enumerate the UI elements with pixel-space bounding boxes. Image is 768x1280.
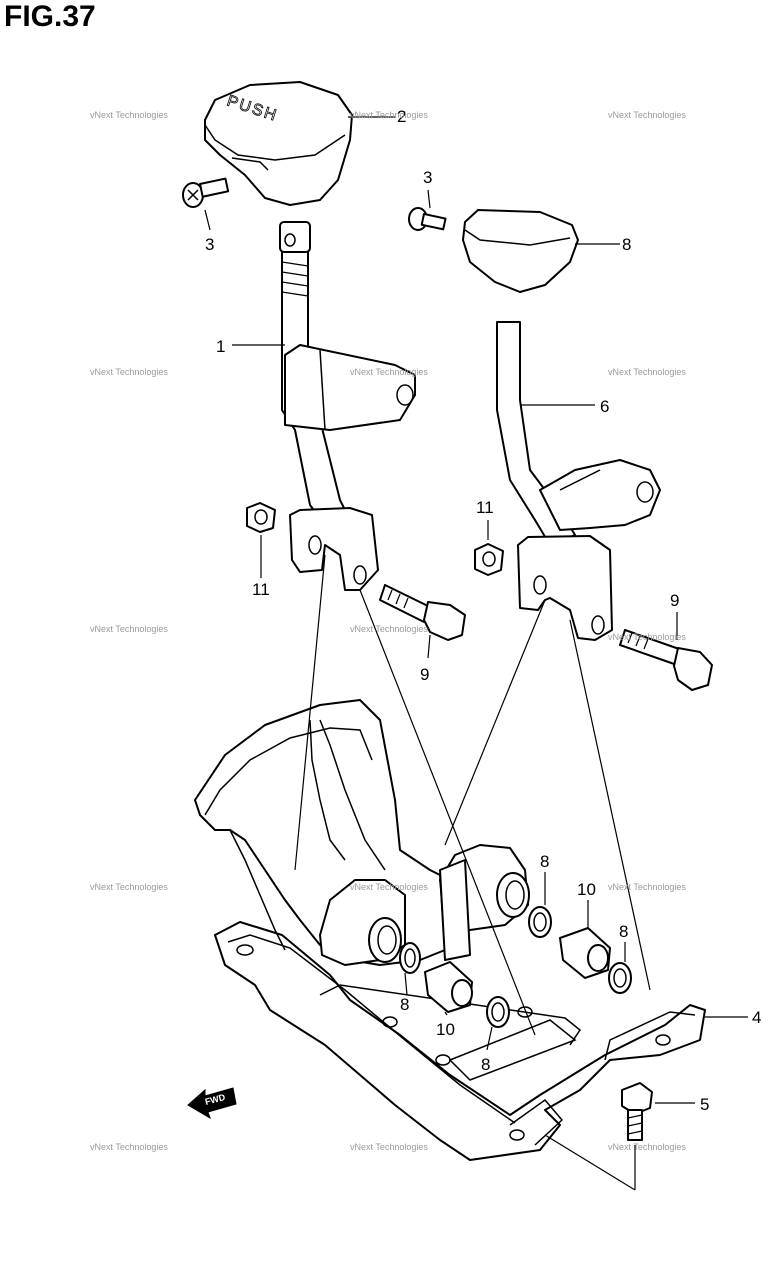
- callouts: 2 3 3 8 1 6 11 11 9 9 8 10 8 8 4 10 8 5: [205, 107, 761, 1114]
- svg-text:vNext Technologies: vNext Technologies: [90, 882, 168, 892]
- screw-3-left: [182, 177, 230, 208]
- svg-text:vNext Technologies: vNext Technologies: [90, 110, 168, 120]
- svg-text:vNext Technologies: vNext Technologies: [608, 882, 686, 892]
- callout-3-right: 3: [423, 168, 432, 187]
- nut-11-right: [474, 543, 504, 576]
- svg-text:vNext Technologies: vNext Technologies: [90, 367, 168, 377]
- callout-6: 6: [600, 397, 609, 416]
- callout-3-left: 3: [205, 235, 214, 254]
- shift-knob-2: PUSH: [204, 81, 353, 206]
- washer-8-a: [399, 942, 421, 974]
- bushing-10-right: [559, 927, 611, 979]
- callout-10-right: 10: [577, 880, 596, 899]
- shift-lever-6: [496, 321, 661, 641]
- screw-3-right: [408, 207, 447, 231]
- nut-11-left: [246, 502, 276, 533]
- callout-9-right: 9: [670, 591, 679, 610]
- watermarks: vNext Technologies vNext Technologies vN…: [90, 110, 686, 1152]
- leader-lines: [204, 116, 748, 1104]
- shift-knob-7: [462, 209, 579, 293]
- bolt-9-right: [619, 629, 713, 691]
- svg-text:vNext Technologies: vNext Technologies: [90, 1142, 168, 1152]
- base-bracket: [214, 874, 706, 1161]
- figure-title: FIG.37: [4, 0, 96, 33]
- svg-text:vNext Technologies: vNext Technologies: [350, 1142, 428, 1152]
- callout-8-c: 8: [540, 852, 549, 871]
- washer-8-d: [608, 962, 632, 994]
- svg-text:vNext Technologies: vNext Technologies: [608, 632, 686, 642]
- svg-text:vNext Technologies: vNext Technologies: [90, 624, 168, 634]
- callout-1: 1: [216, 337, 225, 356]
- bolt-5: [621, 1082, 653, 1141]
- callout-7: 8: [622, 235, 631, 254]
- callout-8-d: 8: [619, 922, 628, 941]
- shift-lever-1: [279, 221, 416, 591]
- assembly-lines: [294, 554, 651, 1191]
- washer-8-b: [486, 996, 510, 1028]
- fwd-arrow: FWD: [187, 1087, 237, 1120]
- bushing-10-left: [424, 961, 473, 1013]
- svg-text:vNext Technologies: vNext Technologies: [608, 1142, 686, 1152]
- callout-10-left: 10: [436, 1020, 455, 1039]
- svg-text:vNext Technologies: vNext Technologies: [350, 624, 428, 634]
- svg-text:vNext Technologies: vNext Technologies: [350, 110, 428, 120]
- washer-8-c: [528, 906, 552, 938]
- callout-8-a: 8: [400, 995, 409, 1014]
- callout-11-left: 11: [252, 580, 270, 599]
- callout-8-b: 8: [481, 1055, 490, 1074]
- callout-5: 5: [700, 1095, 709, 1114]
- callout-11-right: 11: [476, 498, 494, 517]
- svg-text:vNext Technologies: vNext Technologies: [350, 367, 428, 377]
- callout-2: 2: [397, 107, 406, 126]
- svg-text:vNext Technologies: vNext Technologies: [608, 367, 686, 377]
- svg-text:vNext Technologies: vNext Technologies: [608, 110, 686, 120]
- bolt-9-left: [379, 584, 466, 641]
- callout-9-left: 9: [420, 665, 429, 684]
- shift-gate-frame: [194, 699, 530, 966]
- svg-text:vNext Technologies: vNext Technologies: [350, 882, 428, 892]
- callout-4: 4: [752, 1008, 761, 1027]
